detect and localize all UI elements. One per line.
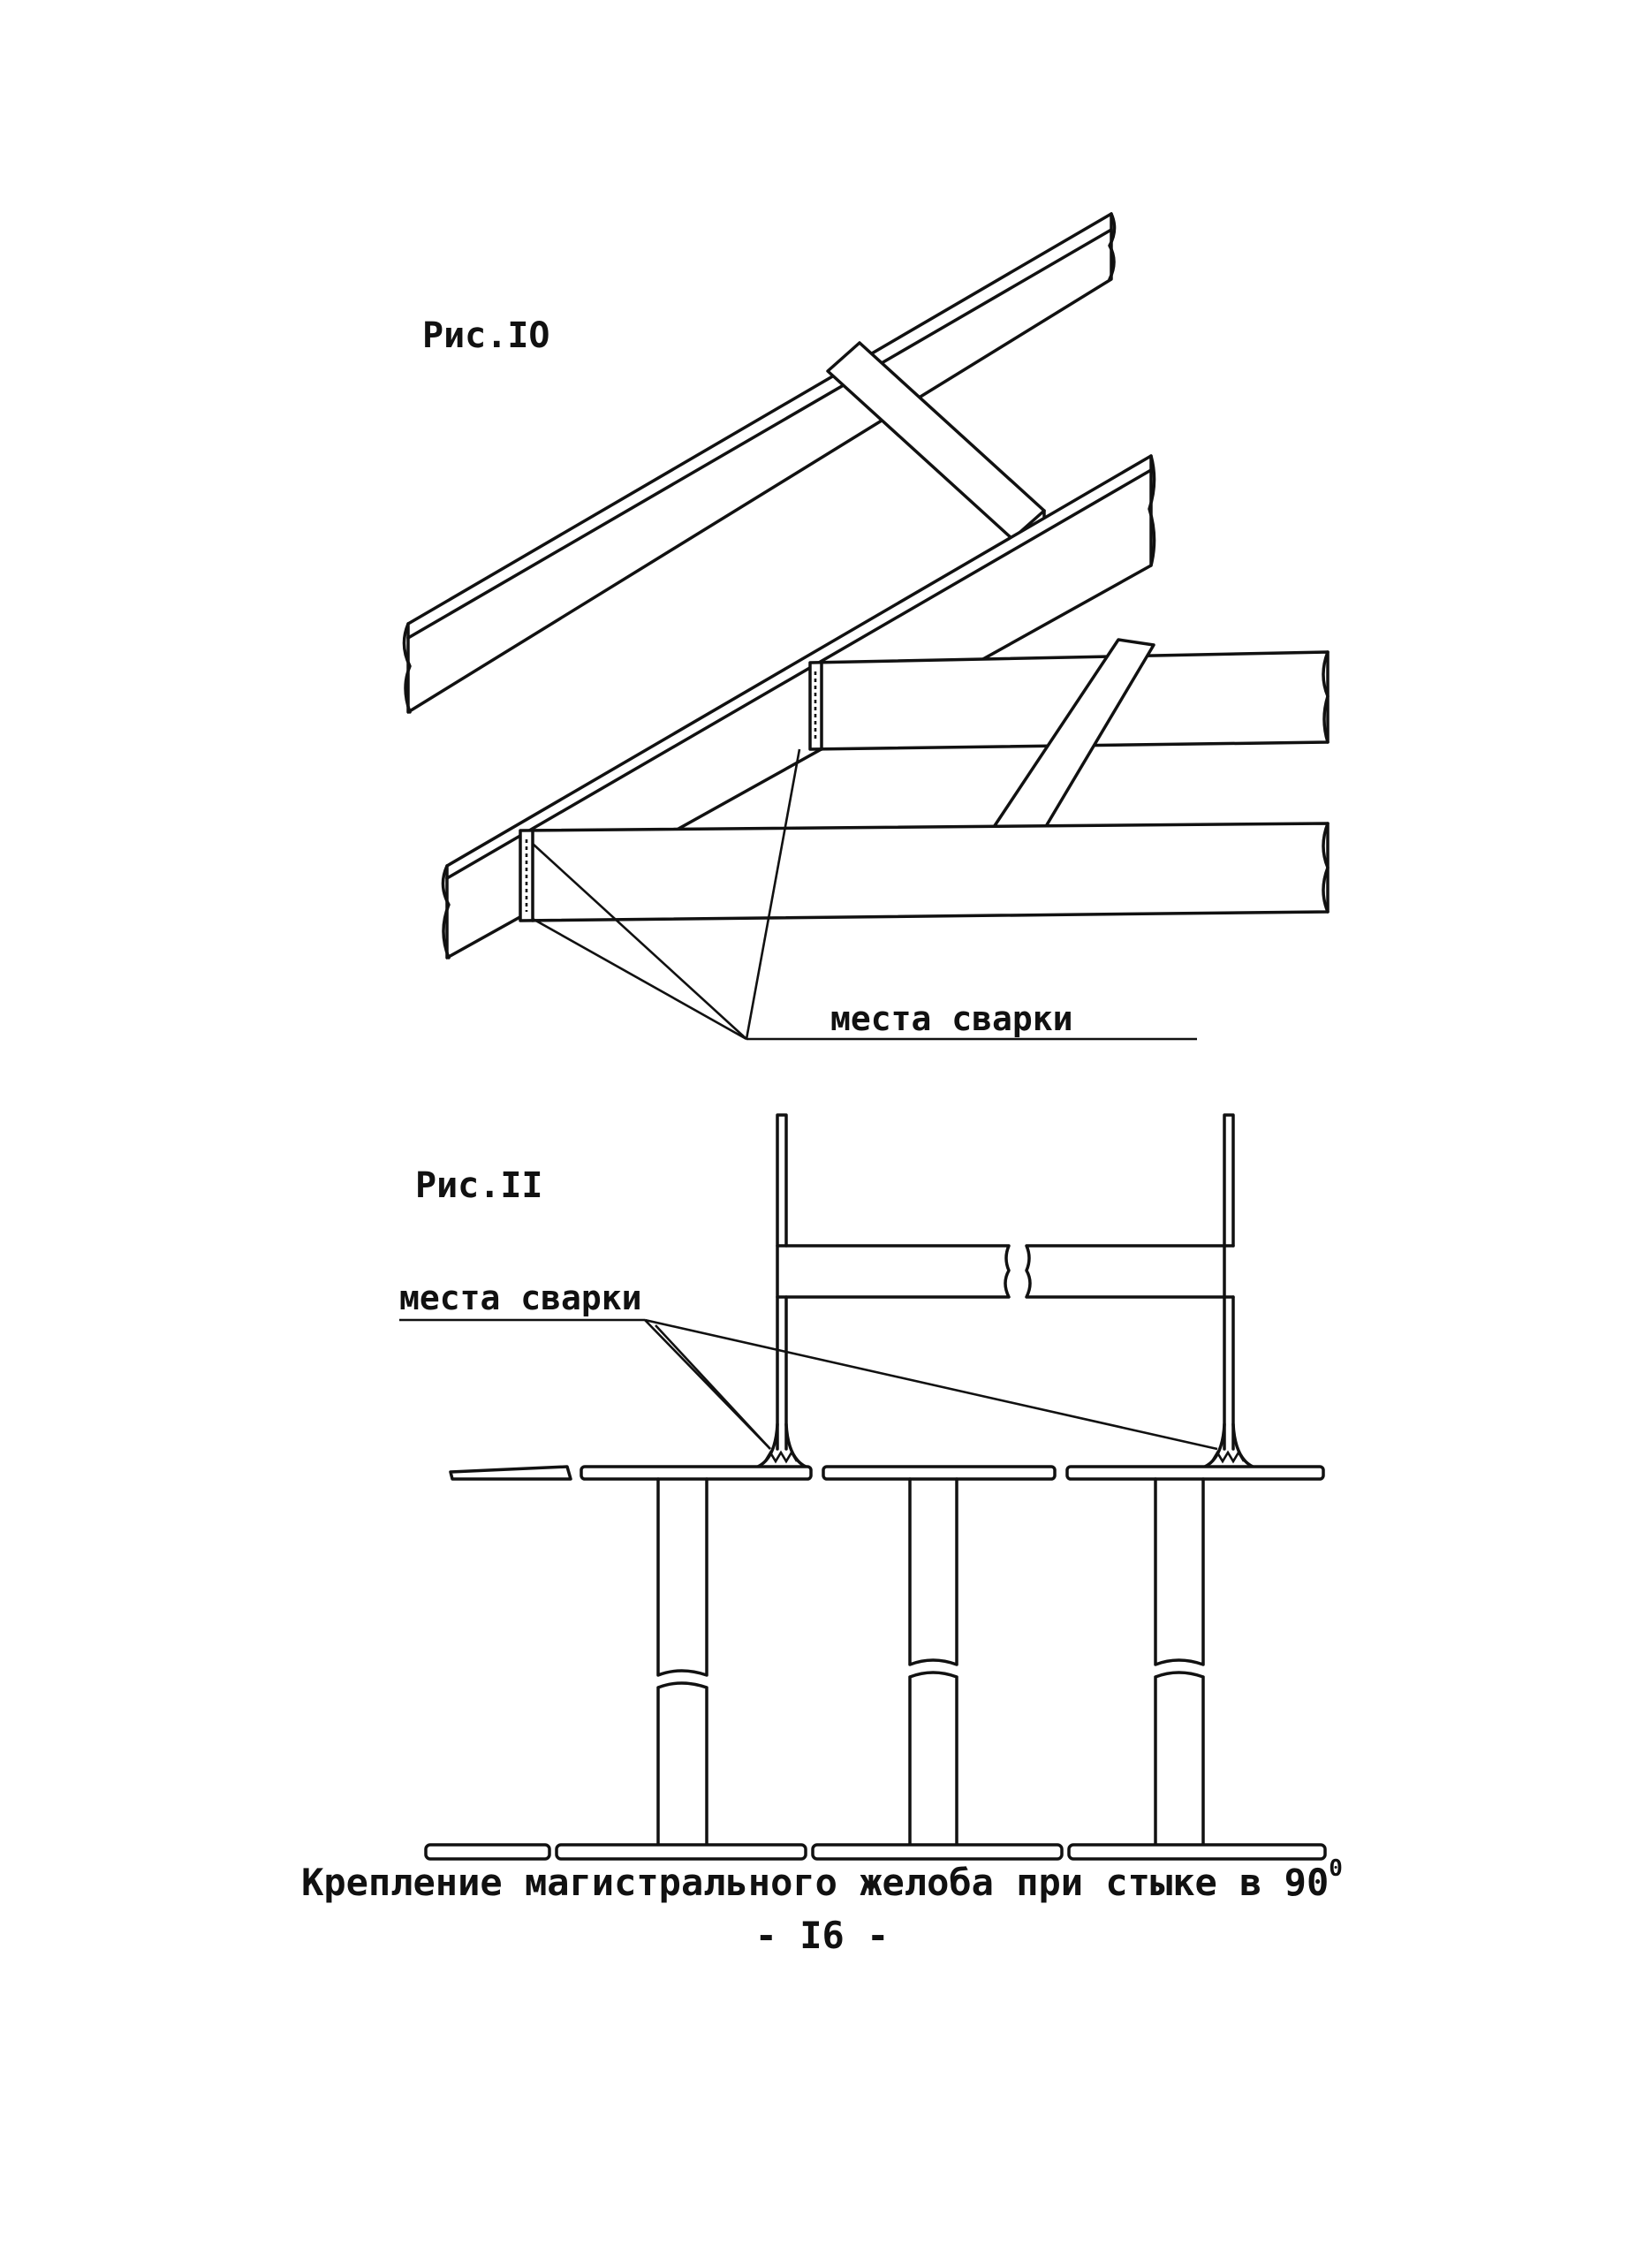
fig10-branch-beam-upper — [808, 650, 1330, 751]
fig10-branch-beam-lower — [519, 822, 1330, 922]
page-number: - I6 - — [754, 1914, 890, 1957]
caption-text: Крепление магистрального желоба при стык… — [301, 1861, 1330, 1904]
fig11-weld-leaders — [399, 1318, 1218, 1451]
fig10-drawing — [402, 212, 1330, 1041]
caption-degree-superscript: 0 — [1329, 1855, 1343, 1882]
figure-11-label: Рис.II — [415, 1165, 543, 1206]
figure-11-weld-callout: места сварки — [399, 1278, 642, 1317]
fig10-upper-beam — [402, 212, 1117, 714]
figure-10-weld-callout: места сварки — [830, 999, 1073, 1038]
fig11-welds — [756, 1422, 1254, 1468]
fig10-weld-leaders — [532, 748, 1197, 1041]
fig11-cross-brace — [776, 1244, 1235, 1299]
fig11-drawing — [399, 1113, 1327, 1861]
fig11-top-plate — [449, 1465, 1325, 1481]
fig11-right-wall — [1223, 1113, 1235, 1451]
fig11-left-wall — [776, 1113, 788, 1451]
fig11-posts — [656, 1477, 1205, 1847]
figure-caption: Крепление магистрального желоба при стык… — [0, 1857, 1644, 1904]
fig11-bottom-plate — [424, 1843, 1327, 1861]
figure-10-label: Рис.IO — [422, 315, 550, 356]
